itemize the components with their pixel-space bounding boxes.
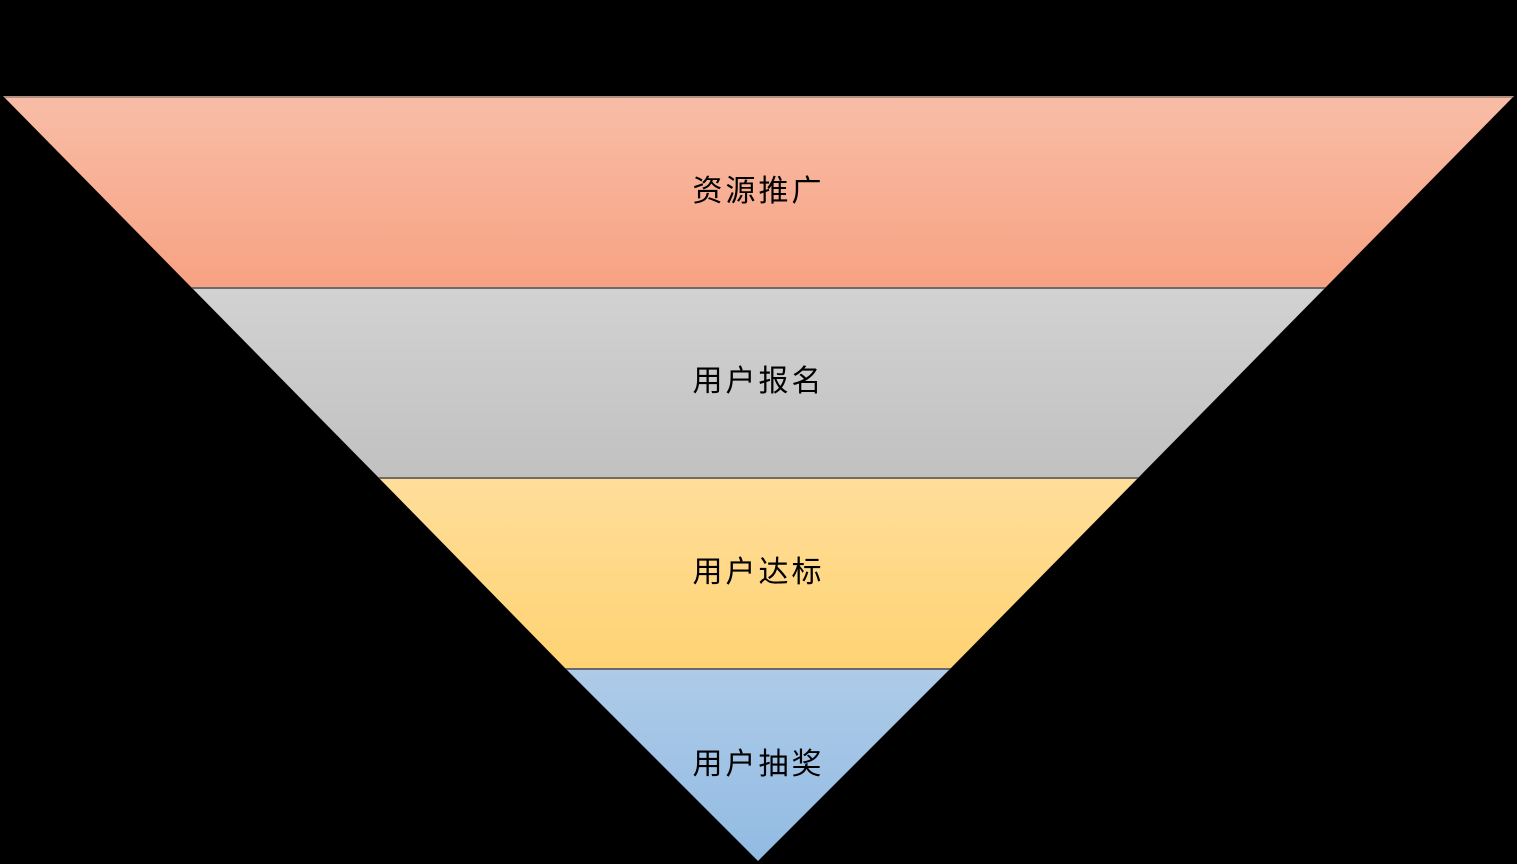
- stage-top-divider: [565, 668, 951, 670]
- funnel-stage-user-lottery: 用户抽奖: [565, 668, 951, 861]
- stage-top-divider: [3, 96, 1514, 98]
- funnel-stage-resource-promotion: 资源推广: [3, 96, 1514, 287]
- funnel-stage-user-qualified: 用户达标: [378, 477, 1139, 668]
- stage-label: 资源推广: [692, 174, 825, 208]
- stage-label: 用户达标: [692, 555, 825, 589]
- stage-label: 用户报名: [692, 365, 825, 398]
- stage-top-divider: [191, 287, 1326, 289]
- stage-top-divider: [378, 477, 1139, 479]
- funnel-stage-user-signup: 用户报名: [191, 287, 1326, 477]
- stage-label: 用户抽奖: [692, 747, 825, 781]
